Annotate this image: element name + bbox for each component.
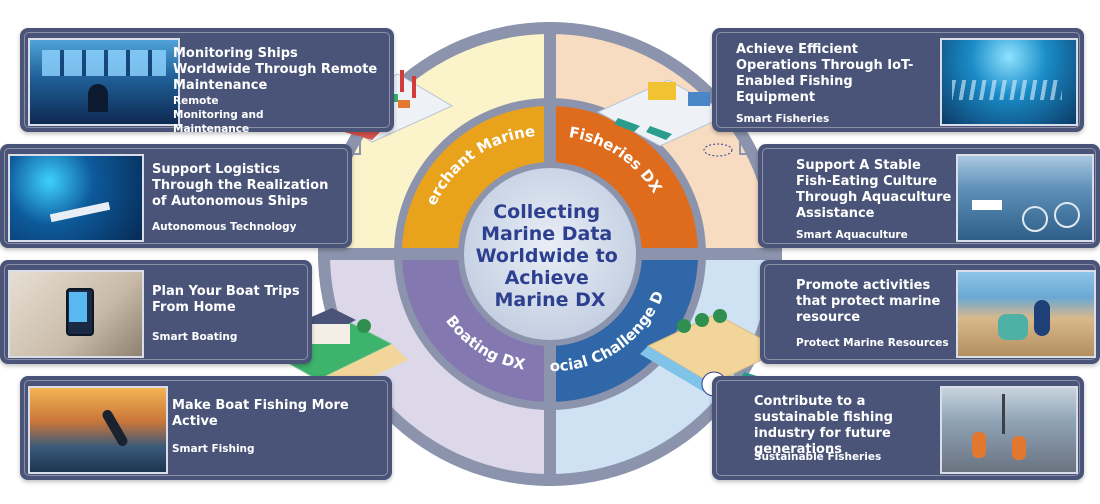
center-title: Collecting Marine Data Worldwide to Achi… [476, 201, 625, 311]
card-smart-fishing[interactable]: Make Boat Fishing More Active Smart Fish… [20, 376, 392, 480]
card-aquaculture[interactable]: Support A Stable Fish-Eating Culture Thr… [758, 144, 1100, 248]
card-frame [24, 32, 390, 128]
fishing-deck-photo [940, 386, 1078, 474]
card-title: Support Logistics Through the Realizatio… [152, 162, 329, 209]
center-circle [464, 168, 636, 340]
card-title: Make Boat Fishing More Active [172, 398, 349, 429]
card-autonomous-ships[interactable]: Support Logistics Through the Realizatio… [0, 144, 352, 248]
card-subtitle: Smart Aquaculture [796, 229, 908, 241]
card-title: Monitoring Ships Worldwide Through Remot… [173, 46, 378, 93]
fishing-port-illustration [596, 79, 733, 157]
aquaculture-photo [956, 154, 1094, 242]
card-remote-maintenance[interactable]: Monitoring Ships Worldwide Through Remot… [20, 28, 394, 135]
card-subtitle: Sustainable Fisheries [754, 451, 882, 463]
card-iot-fishing-equipment[interactable]: Achieve Efficient Operations Through IoT… [712, 28, 1084, 132]
card-subtitle: Smart Fishing [172, 443, 255, 455]
smartphone-photo [8, 270, 144, 358]
card-protect-marine-resources[interactable]: Promote activities that protect marine r… [760, 260, 1100, 364]
autonomous-ship-photo [8, 154, 144, 242]
marlin-fishing-photo [28, 386, 168, 474]
card-title: Promote activities that protect marine r… [796, 278, 941, 325]
card-subtitle: Autonomous Technology [152, 221, 297, 233]
card-frame [4, 264, 308, 360]
card-subtitle: Smart Fisheries [736, 113, 830, 125]
card-frame [4, 148, 348, 244]
underwater-fish-photo [940, 38, 1078, 126]
card-title: Plan Your Boat Trips From Home [152, 284, 300, 315]
card-title: Contribute to a sustainable fishing indu… [754, 394, 893, 457]
card-title: Achieve Efficient Operations Through IoT… [736, 42, 914, 105]
connector-line [739, 138, 750, 155]
card-title: Support A Stable Fish-Eating Culture Thr… [796, 158, 952, 221]
beach-cleanup-photo [956, 270, 1096, 358]
card-frame [762, 148, 1096, 244]
card-smart-boating[interactable]: Plan Your Boat Trips From Home Smart Boa… [0, 260, 312, 364]
card-frame [716, 380, 1080, 476]
card-subtitle: Remote Monitoring and Maintenance [173, 95, 264, 135]
card-subtitle: Protect Marine Resources [796, 337, 949, 349]
card-sustainable-fisheries[interactable]: Contribute to a sustainable fishing indu… [712, 376, 1084, 480]
card-frame [24, 380, 388, 476]
card-subtitle: Smart Boating [152, 331, 238, 343]
control-room-photo [28, 38, 180, 126]
card-frame [716, 32, 1080, 128]
